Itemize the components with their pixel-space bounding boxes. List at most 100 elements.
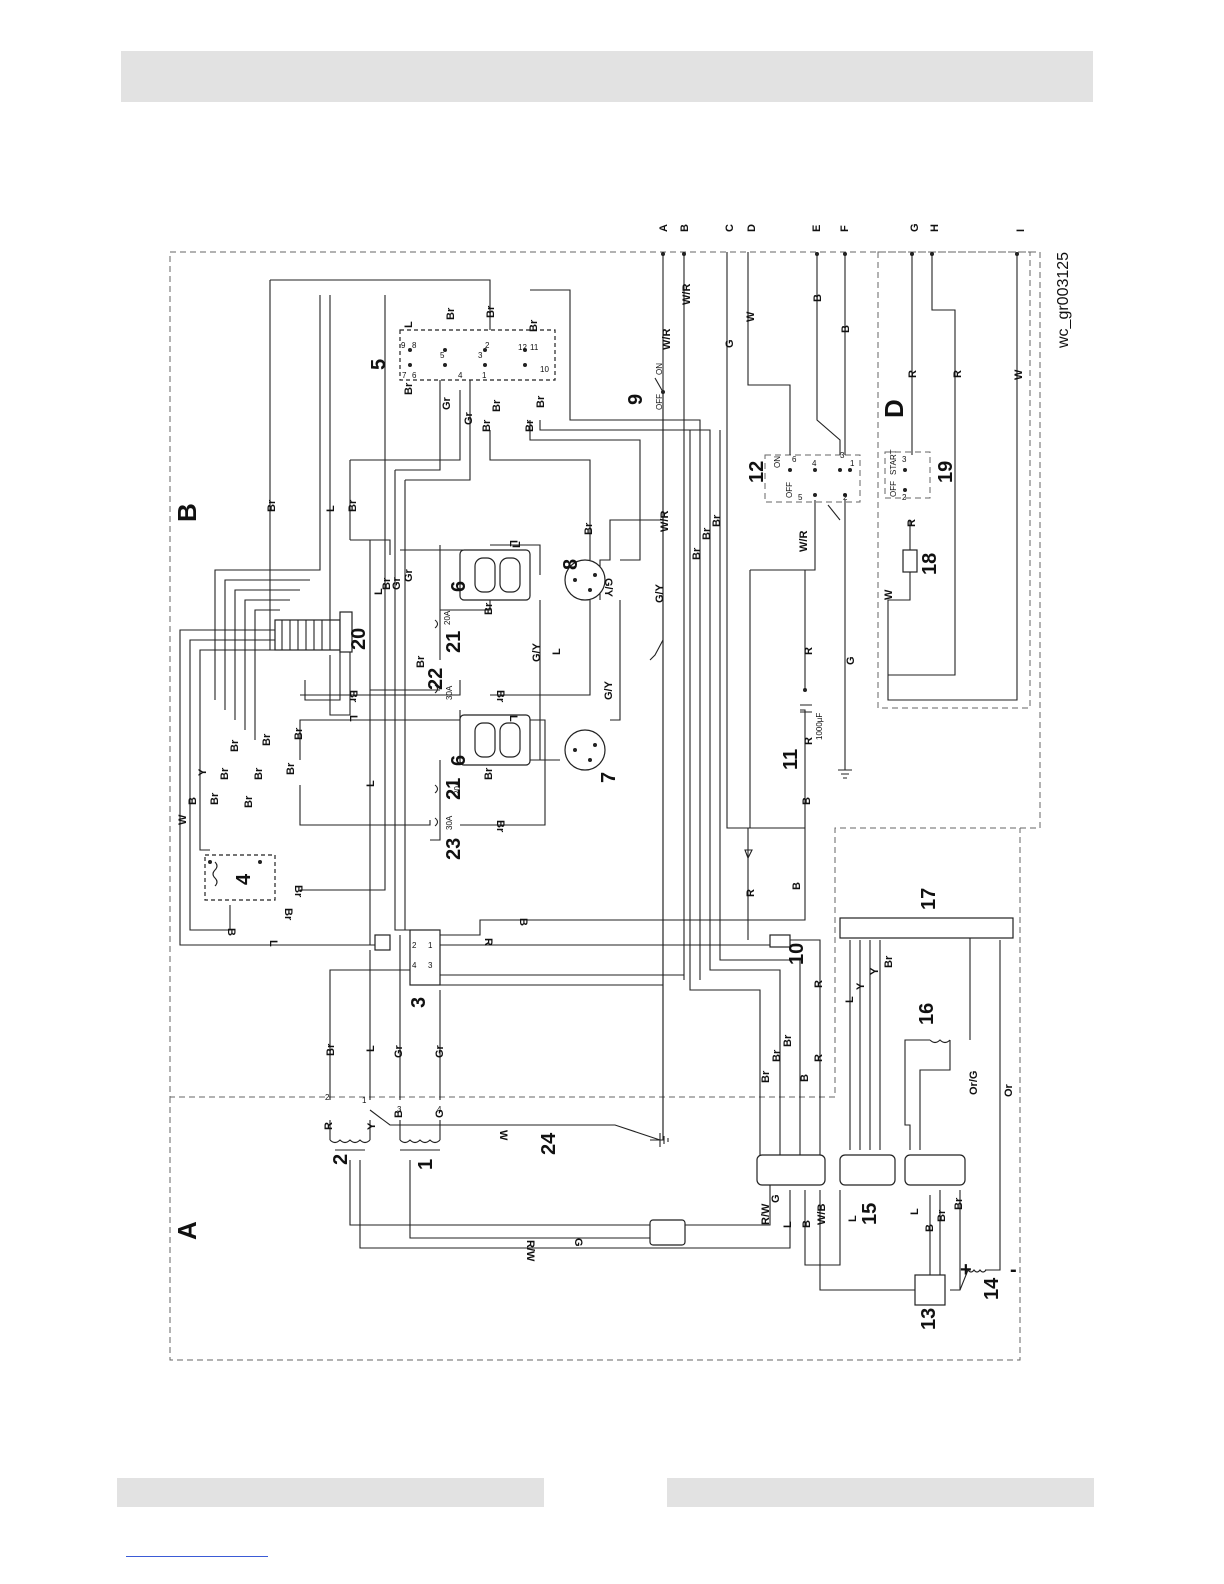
switch-9 bbox=[654, 377, 665, 394]
breakers bbox=[434, 619, 439, 827]
wire-label: Br bbox=[445, 307, 457, 320]
wire-label: Y bbox=[855, 982, 867, 990]
wire-label: W bbox=[883, 589, 895, 600]
component-number: 6 bbox=[448, 581, 470, 592]
wire-label: B bbox=[840, 325, 852, 333]
component-number: 12 bbox=[746, 461, 768, 483]
wire-label: L bbox=[365, 780, 377, 787]
wire-labels: Br L Br L Br Br Br Br Gr Gr Br Br Br Br … bbox=[177, 284, 1025, 1262]
wire-label: R bbox=[906, 519, 918, 527]
terminal-label: E bbox=[811, 225, 823, 232]
terminal-label: C bbox=[724, 224, 736, 232]
switch-label-off: OFF bbox=[655, 394, 664, 410]
wire-label: G bbox=[770, 1194, 782, 1203]
wire-label: W bbox=[177, 814, 189, 825]
battery-minus: - bbox=[1010, 1259, 1017, 1281]
terminal-wires bbox=[661, 252, 1019, 1140]
footer-bar-right bbox=[667, 1478, 1094, 1507]
wire-label: Y bbox=[869, 967, 881, 975]
wire-label: Or bbox=[1003, 1083, 1015, 1097]
wire-label: W/B bbox=[816, 1204, 828, 1225]
wire-label: Br bbox=[883, 955, 895, 968]
svg-text:1: 1 bbox=[362, 1096, 367, 1105]
wire-label: Br bbox=[483, 602, 495, 615]
component-number: 14 bbox=[981, 1277, 1003, 1300]
wire-label: G/Y bbox=[603, 680, 615, 700]
wire-label: B bbox=[801, 1220, 813, 1228]
wire-label: Y bbox=[197, 768, 209, 776]
wire-label: B bbox=[924, 1224, 936, 1232]
wire-label: Br bbox=[528, 319, 540, 332]
component-number: 4 bbox=[233, 873, 255, 885]
component-number: 24 bbox=[538, 1132, 560, 1155]
wire-label: Br bbox=[219, 767, 231, 780]
wire-label: L bbox=[844, 996, 856, 1003]
terminal-label: I bbox=[1015, 229, 1027, 232]
wire-label: R bbox=[323, 1122, 335, 1130]
wire-label: Br bbox=[381, 577, 393, 590]
wire-label: Br bbox=[253, 767, 265, 780]
wire-label: Br bbox=[285, 762, 297, 775]
receptacle-6-bottom bbox=[459, 714, 531, 766]
twist-lock-7 bbox=[564, 729, 606, 771]
svg-text:3: 3 bbox=[428, 961, 433, 970]
relay-18 bbox=[887, 520, 918, 640]
component-number: 6 bbox=[448, 755, 470, 766]
svg-text:4: 4 bbox=[458, 371, 463, 380]
wire-label: Br bbox=[243, 795, 255, 808]
winding-2 bbox=[329, 1139, 371, 1151]
wire-label: L bbox=[325, 505, 337, 512]
wire-label: L bbox=[782, 1221, 794, 1228]
wire-label: W/R bbox=[661, 329, 673, 350]
wire-label: L bbox=[511, 541, 523, 548]
svg-text:11: 11 bbox=[530, 343, 539, 352]
component-number: 22 bbox=[425, 668, 447, 690]
component-number: 21 bbox=[443, 631, 465, 653]
section-label: A bbox=[172, 1221, 202, 1240]
component-number: 16 bbox=[916, 1003, 938, 1025]
svg-text:2: 2 bbox=[902, 493, 907, 502]
wire-label: Br bbox=[760, 1070, 772, 1083]
wire-label: Br bbox=[347, 690, 359, 703]
wire-label: R bbox=[803, 737, 815, 745]
component-number: 18 bbox=[919, 553, 941, 575]
wire-label: L bbox=[365, 1045, 377, 1052]
coil-16 bbox=[929, 1039, 951, 1044]
terminal-label: F bbox=[839, 225, 851, 232]
component-number: 23 bbox=[443, 838, 465, 860]
svg-text:4: 4 bbox=[437, 1105, 442, 1114]
harness-wires bbox=[179, 279, 491, 946]
receptacle-6-top bbox=[459, 549, 531, 601]
wire-label: Br bbox=[782, 1034, 794, 1047]
figure-reference: wc_gr003125 bbox=[1055, 252, 1072, 349]
component-number: 1 bbox=[415, 1159, 437, 1170]
wire-label: Br bbox=[415, 655, 427, 668]
svg-text:8: 8 bbox=[412, 341, 417, 350]
wire-label: W/R bbox=[798, 531, 810, 552]
footer-bar-left bbox=[117, 1478, 544, 1507]
capacitor-11 bbox=[800, 688, 812, 713]
wire-label: Y bbox=[366, 1122, 378, 1130]
component-number: 11 bbox=[780, 749, 802, 770]
module-17 bbox=[839, 917, 1014, 939]
battery-plus: + bbox=[960, 1259, 972, 1281]
wire-label: R bbox=[813, 980, 825, 988]
footer-link[interactable] bbox=[126, 1556, 268, 1557]
wire-label: Br bbox=[261, 733, 273, 746]
wire-label: Br bbox=[483, 767, 495, 780]
wire-label: Br bbox=[711, 514, 723, 527]
component-number: 9 bbox=[625, 394, 647, 405]
wire-label: R/W bbox=[760, 1203, 772, 1225]
wire-label: G/Y bbox=[531, 642, 543, 662]
svg-text:1: 1 bbox=[428, 941, 433, 950]
wire-label: Br bbox=[494, 820, 506, 833]
ratings: 30A 20A 30A 20A 1000µF ON OFF ON OFF STA… bbox=[443, 363, 1017, 1281]
wire-label: R bbox=[952, 370, 964, 378]
wire-label: G bbox=[845, 656, 857, 665]
wire-label: R bbox=[803, 647, 815, 655]
svg-text:10: 10 bbox=[540, 365, 549, 374]
connectors-a bbox=[649, 1154, 966, 1306]
wire-label: W bbox=[745, 311, 757, 322]
wire-label: G bbox=[434, 1109, 446, 1118]
terminal-label: B bbox=[679, 224, 691, 232]
